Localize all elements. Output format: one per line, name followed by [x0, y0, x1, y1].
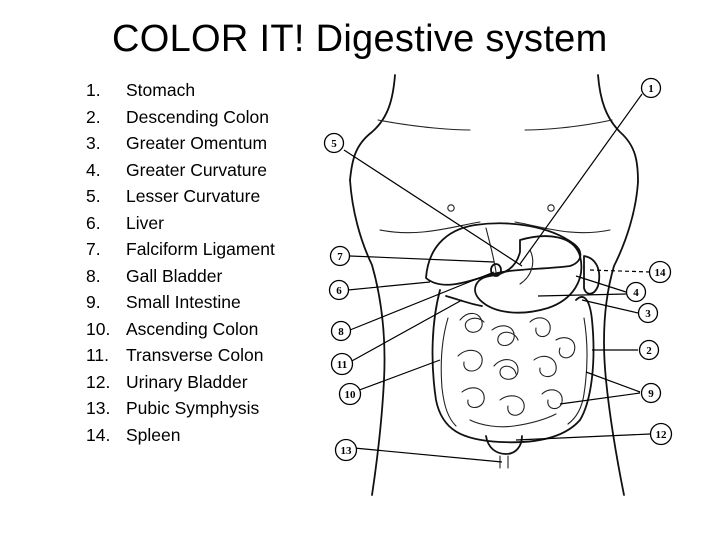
- spleen-drawing: [583, 255, 601, 295]
- callout-circle: [330, 320, 352, 342]
- legend-number: 13.: [86, 398, 111, 418]
- callout-number: 4: [633, 287, 639, 299]
- callout-circle: [334, 438, 358, 462]
- legend-label: Greater Curvature: [126, 159, 268, 180]
- callout-circle: [640, 382, 662, 404]
- stomach-drawing: [474, 235, 583, 314]
- legend-number: 4.: [86, 159, 101, 180]
- callout-circle: [637, 302, 659, 324]
- callout-8: 8: [330, 320, 352, 342]
- callout-number: 6: [336, 285, 342, 297]
- callout-circle: [625, 281, 647, 303]
- callout-number: 2: [646, 345, 652, 357]
- callout-circle: [648, 260, 672, 284]
- callout-number: 10: [345, 389, 357, 401]
- torso-outline: [349, 74, 639, 496]
- legend-number: 12.: [86, 371, 111, 392]
- digestive-system-illustration: 1 2 3 4 5 6 7 8 9 10 11 12: [323, 74, 673, 496]
- callout-13: 13: [334, 438, 358, 462]
- legend-label: Urinary Bladder: [126, 371, 248, 392]
- legend-label: Stomach: [126, 80, 196, 100]
- callout-number: 7: [337, 251, 343, 263]
- callout-circle: [329, 245, 351, 267]
- legend-number: 11.: [86, 345, 110, 365]
- callout-1: 1: [640, 77, 662, 99]
- legend-number: 5.: [86, 186, 101, 206]
- legend-label: Lesser Curvature: [126, 186, 261, 206]
- legend-label: Liver: [126, 212, 164, 233]
- callout-number: 14: [655, 267, 667, 279]
- callout-6: 6: [328, 279, 350, 301]
- callout-number: 1: [648, 83, 654, 95]
- callout-circle: [323, 132, 345, 154]
- legend-label: Gall Bladder: [126, 265, 223, 286]
- callout-number: 5: [331, 138, 337, 150]
- legend-label: Small Intestine: [126, 292, 241, 312]
- legend-label: Falciform Ligament: [126, 239, 275, 259]
- callout-circle: [640, 77, 662, 99]
- callout-2: 2: [638, 339, 660, 361]
- callout-number: 8: [338, 326, 344, 338]
- callout-circle: [649, 422, 673, 446]
- legend-label: Greater Omentum: [126, 133, 268, 153]
- callout-number: 3: [645, 308, 651, 320]
- callout-14: 14: [648, 260, 672, 284]
- callout-3: 3: [637, 302, 659, 324]
- callout-5: 5: [323, 132, 345, 154]
- callout-12: 12: [649, 422, 673, 446]
- callout-number: 13: [341, 445, 353, 457]
- urinary-bladder-drawing: [485, 435, 523, 455]
- callout-number: 12: [656, 429, 668, 441]
- legend-number: 14.: [86, 424, 111, 445]
- callout-11: 11: [330, 352, 354, 376]
- callout-circle: [338, 382, 362, 406]
- legend-label: Ascending Colon: [126, 318, 259, 339]
- leader-lines: [343, 93, 651, 463]
- intestine-drawing: [431, 289, 595, 444]
- legend-label: Pubic Symphysis: [126, 398, 260, 418]
- callout-circle: [638, 339, 660, 361]
- legend-number: 9.: [86, 292, 101, 312]
- callout-10: 10: [338, 382, 362, 406]
- callout-number: 9: [648, 388, 654, 400]
- legend-label: Transverse Colon: [126, 345, 264, 365]
- legend-number: 7.: [86, 239, 101, 259]
- callout-number: 11: [337, 359, 347, 371]
- legend-number: 10.: [86, 318, 111, 339]
- legend-number: 8.: [86, 265, 101, 286]
- legend-number: 3.: [86, 133, 101, 153]
- callout-circle: [328, 279, 350, 301]
- legend-number: 6.: [86, 212, 101, 233]
- page-title: COLOR IT! Digestive system: [112, 18, 608, 60]
- legend-number: 2.: [86, 106, 101, 127]
- callout-circle: [330, 352, 354, 376]
- legend-label: Spleen: [126, 424, 181, 445]
- legend-number: 1.: [86, 80, 101, 100]
- legend-label: Descending Colon: [126, 106, 270, 127]
- callout-7: 7: [329, 245, 351, 267]
- callout-4: 4: [625, 281, 647, 303]
- callout-9: 9: [640, 382, 662, 404]
